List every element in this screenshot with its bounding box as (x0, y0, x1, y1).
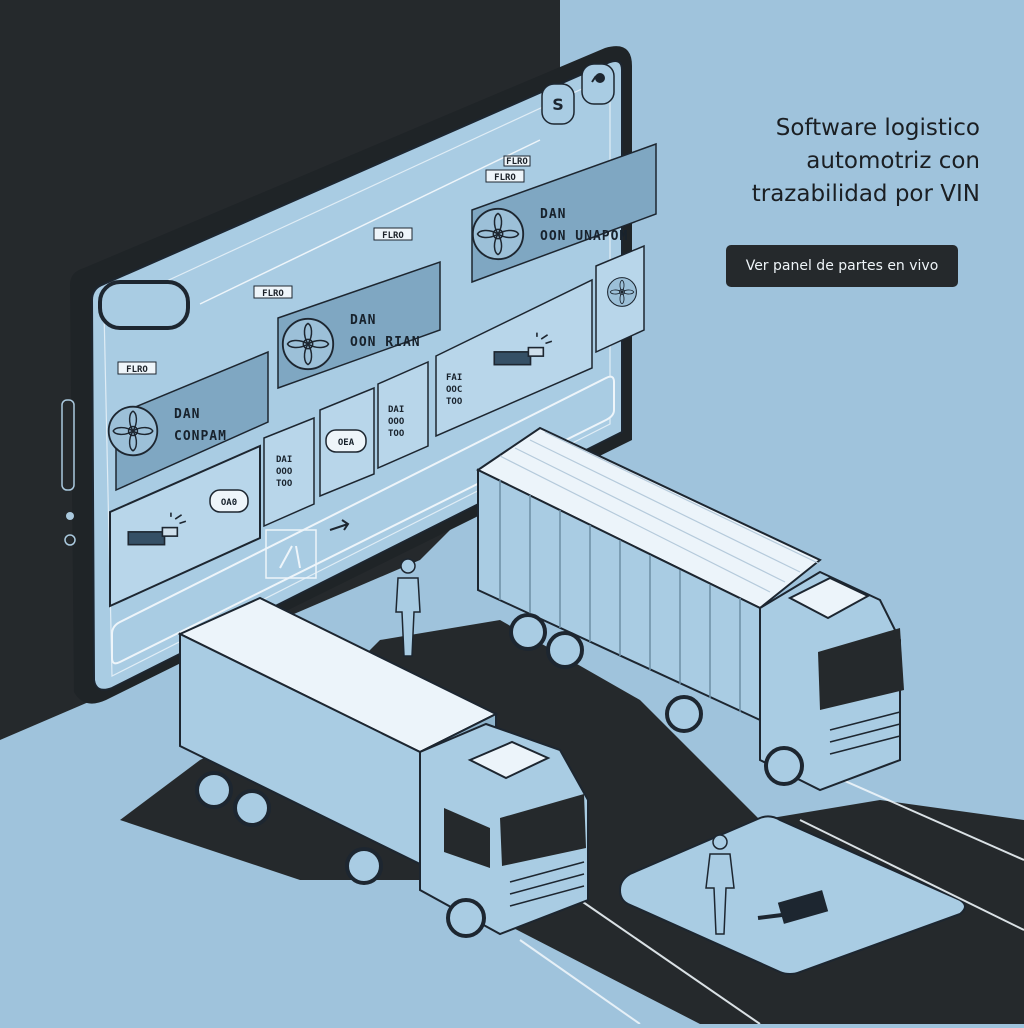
flower-logo-icon (471, 207, 525, 261)
camera-dot (66, 512, 74, 520)
tag: FLRO (503, 155, 531, 167)
mini-card[interactable]: DAI OOO TOO (263, 416, 315, 528)
mini-card-line: FAI (446, 373, 462, 383)
tag: FLRO (485, 169, 525, 183)
side-card[interactable] (595, 244, 645, 354)
code-chip-label: OEA (338, 438, 355, 448)
part-card-subtitle: OON UNAPOM (540, 229, 628, 244)
drop-zone[interactable] (618, 815, 966, 975)
hero-title-line: automotriz con (806, 148, 980, 174)
tag-label: FLRO (506, 157, 528, 167)
person (705, 834, 735, 935)
part-panel[interactable]: FAI OOC TOO (435, 278, 593, 438)
hero-title-line: trazabilidad por VIN (751, 181, 980, 207)
code-chip-label: OA0 (221, 498, 237, 508)
part-panel[interactable]: OA0 (109, 444, 261, 608)
sensor-dot (64, 534, 76, 546)
hero-title: Software logistico automotriz con trazab… (690, 112, 980, 211)
road-lines (519, 769, 1024, 1025)
mini-card-line: TOO (446, 397, 463, 407)
hero-title-line: Software logistico (775, 115, 980, 141)
mini-card[interactable]: DAI OOO TOO (377, 360, 429, 470)
toggle-button[interactable] (581, 63, 615, 105)
header-badge[interactable] (541, 83, 575, 125)
part-card[interactable]: DAN CONPAM (107, 350, 269, 492)
nav-box[interactable] (265, 529, 317, 579)
flower-logo-icon (607, 277, 637, 307)
part-card-title: DAN (350, 313, 376, 328)
tag-label: FLRO (382, 231, 404, 241)
flower-logo-icon (107, 405, 159, 457)
part-card-title: DAN (540, 207, 566, 222)
code-chip[interactable] (209, 489, 249, 513)
mini-card-line: OOC (446, 385, 462, 395)
toggle-icon (591, 73, 605, 83)
part-card[interactable]: DAN OON UNAPOM (471, 142, 657, 284)
header-badge-label: S (552, 95, 564, 114)
tag: FLRO (117, 361, 157, 375)
tag: FLRO (253, 285, 293, 299)
arrow-right-icon (329, 519, 350, 531)
volume-button (61, 399, 75, 491)
mini-card-line: DAI (276, 455, 292, 465)
device-line (757, 912, 791, 920)
part-card-title: DAN (174, 407, 200, 422)
truck-container (476, 426, 904, 792)
mini-card-line: DAI (388, 405, 404, 415)
truck-box (177, 596, 589, 938)
mini-card-line: OOO (388, 417, 405, 427)
search-pill[interactable] (98, 280, 190, 330)
mini-card-line: OOO (276, 467, 293, 477)
mini-card-line: TOO (388, 429, 405, 439)
device-block (777, 890, 829, 924)
tag-label: FLRO (262, 289, 284, 299)
header-line (199, 139, 541, 305)
mini-card[interactable]: OEA (319, 386, 375, 498)
nav-glyph-icon (279, 545, 301, 569)
part-card[interactable]: DAN OON RIAN (277, 260, 441, 390)
flower-logo-icon (281, 317, 335, 371)
tag-label: FLRO (494, 173, 516, 183)
person (395, 558, 421, 657)
live-parts-panel-button[interactable]: Ver panel de partes en vivo (726, 245, 958, 287)
input-bar[interactable] (111, 375, 615, 665)
mini-card-line: TOO (276, 479, 293, 489)
tag-label: FLRO (126, 365, 148, 375)
tag: FLRO (373, 227, 413, 241)
part-card-subtitle: OON RIAN (350, 335, 421, 350)
code-chip[interactable] (325, 429, 367, 453)
part-card-subtitle: CONPAM (174, 429, 227, 444)
